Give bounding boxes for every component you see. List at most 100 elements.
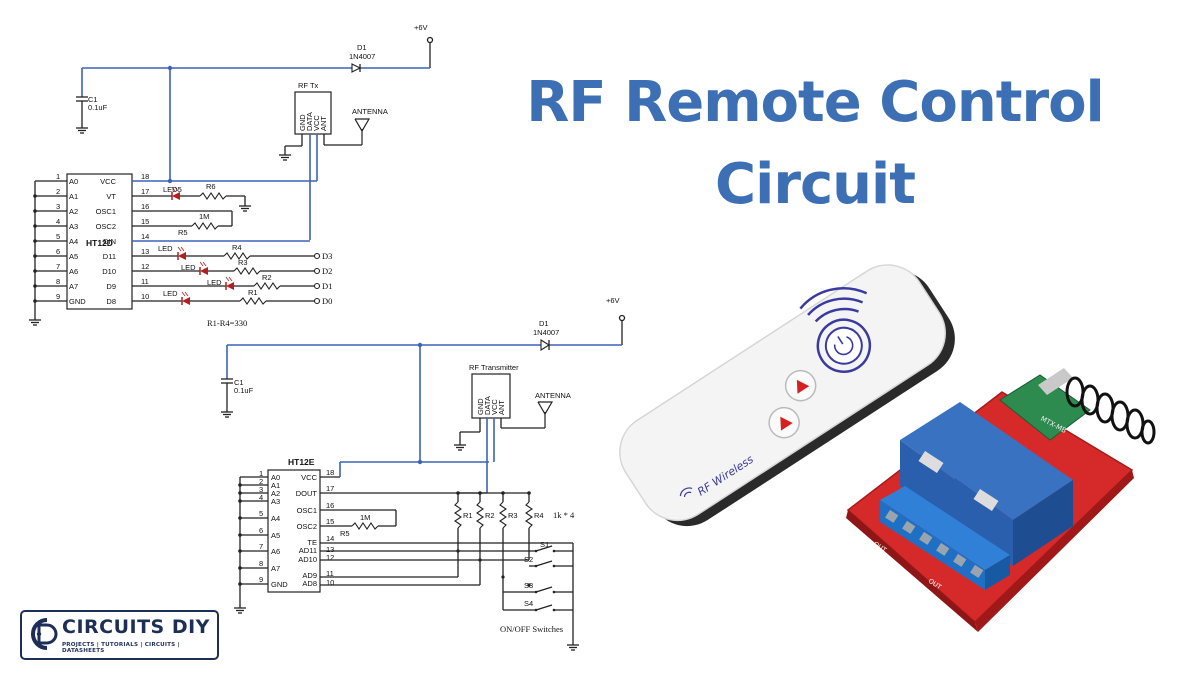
svg-text:AD8: AD8 (302, 579, 317, 588)
svg-text:VCC: VCC (312, 115, 321, 131)
svg-text:LED: LED (207, 278, 222, 287)
svg-text:AD11: AD11 (299, 546, 317, 555)
svg-text:2: 2 (56, 187, 60, 196)
title-line-1: RF Remote Control (526, 70, 1105, 135)
svg-text:GND: GND (271, 580, 288, 589)
svg-text:D11: D11 (103, 252, 116, 261)
svg-text:A2: A2 (69, 207, 78, 216)
svg-text:3: 3 (259, 485, 263, 494)
tx-diode-d1 (540, 339, 551, 351)
svg-text:13: 13 (141, 247, 149, 256)
receiver-schematic: +6V D1 1N4007 C1 0.1uF RF Tx GND DATA VC… (28, 23, 434, 328)
tx-antenna-icon (537, 401, 553, 429)
svg-text:A0: A0 (69, 177, 78, 186)
tx-antenna-label: ANTENNA (535, 391, 571, 400)
svg-text:4: 4 (56, 217, 60, 226)
svg-text:LED: LED (181, 263, 196, 272)
svg-text:DIN: DIN (103, 237, 116, 246)
svg-text:D8: D8 (106, 297, 116, 306)
terminal-block-icon (880, 486, 1010, 590)
svg-text:15: 15 (326, 517, 334, 526)
svg-text:3: 3 (56, 202, 60, 211)
svg-text:A3: A3 (69, 222, 78, 231)
svg-text:A5: A5 (271, 531, 280, 540)
svg-text:VCC: VCC (490, 399, 499, 415)
rx-cap-value: 0.1uF (88, 103, 108, 112)
svg-text:D10: D10 (102, 267, 116, 276)
svg-text:S3: S3 (524, 581, 533, 590)
svg-text:D2: D2 (322, 266, 332, 276)
down-button-icon (768, 406, 800, 439)
rx-r5-value: 1M (199, 212, 209, 221)
svg-text:VCC: VCC (100, 177, 116, 186)
svg-text:7: 7 (56, 262, 60, 271)
svg-text:A4: A4 (271, 514, 280, 523)
logo-brand: CIRCUITS DIY (62, 616, 210, 638)
svg-text:R1: R1 (248, 288, 258, 297)
svg-text:6: 6 (259, 526, 263, 535)
svg-text:4: 4 (259, 493, 263, 502)
svg-text:DOUT: DOUT (296, 489, 318, 498)
rx-ic-ht12d (66, 173, 133, 310)
tx-resistor-note: 1k * 4 (553, 510, 575, 520)
rx-cap-label: C1 (88, 95, 98, 104)
svg-text:5: 5 (56, 232, 60, 241)
rx-r6-icon (199, 192, 227, 200)
svg-text:OSC2: OSC2 (96, 222, 116, 231)
tx-rf-module (471, 373, 511, 419)
tx-r5-label: R5 (340, 529, 350, 538)
svg-text:1: 1 (56, 172, 60, 181)
transmitter-schematic: +6V D1 1N4007 C1 0.1uF RF Transmitter GN… (220, 296, 626, 651)
remote-control: RF Wireless (619, 264, 955, 527)
rx-output-leds: LED R4 LED R3 LED R2 LED R1 (132, 243, 314, 306)
rx-resistor-note: R1-R4=330 (207, 318, 247, 328)
svg-text:D9: D9 (106, 282, 116, 291)
rx-led5-label: LED5 (163, 185, 182, 194)
svg-text:R2: R2 (485, 511, 495, 520)
svg-text:LED: LED (163, 289, 178, 298)
svg-text:5: 5 (259, 509, 263, 518)
tx-r5-value: 1M (360, 513, 370, 522)
svg-text:9: 9 (259, 575, 263, 584)
page-title: RF Remote Control Circuit (460, 62, 1170, 226)
svg-text:AD10: AD10 (298, 555, 317, 564)
svg-text:11: 11 (326, 569, 334, 578)
cd-logo-icon (31, 618, 58, 650)
svg-text:DATA: DATA (305, 112, 314, 131)
svg-text:10: 10 (326, 578, 334, 587)
tx-rf-module-label: RF Transmitter (469, 363, 519, 372)
rx-r5-label: R5 (178, 228, 188, 237)
svg-text:18: 18 (326, 468, 334, 477)
svg-text:13: 13 (326, 545, 334, 554)
svg-text:10: 10 (141, 292, 149, 301)
circuits-diy-logo: CIRCUITS DIY PROJECTS | TUTORIALS | CIRC… (20, 610, 219, 660)
svg-text:OSC2: OSC2 (297, 522, 317, 531)
svg-text:VT: VT (106, 192, 116, 201)
svg-text:7: 7 (259, 542, 263, 551)
svg-text:A2: A2 (271, 489, 280, 498)
title-line-2: Circuit (715, 152, 916, 217)
tx-switch-note: ON/OFF Switches (500, 624, 563, 634)
svg-text:14: 14 (141, 232, 149, 241)
rx-antenna-icon (354, 118, 370, 146)
svg-text:6: 6 (56, 247, 60, 256)
svg-text:A4: A4 (69, 237, 78, 246)
svg-text:D3: D3 (322, 251, 332, 261)
svg-text:R3: R3 (238, 258, 248, 267)
svg-text:GND: GND (476, 398, 485, 415)
tx-rf-module-pins: GND DATA VCC ANT (476, 396, 506, 415)
rx-r5-icon (191, 222, 219, 230)
svg-text:S4: S4 (524, 599, 533, 608)
svg-text:18: 18 (141, 172, 149, 181)
svg-text:R2: R2 (262, 273, 272, 282)
rx-supply-label: +6V (414, 23, 428, 32)
svg-text:GND: GND (69, 297, 86, 306)
svg-text:ANT: ANT (497, 400, 506, 415)
power-button-icon (816, 318, 872, 373)
tx-diode-part: 1N4007 (533, 328, 559, 337)
svg-text:A6: A6 (69, 267, 78, 276)
svg-text:17: 17 (326, 484, 334, 493)
